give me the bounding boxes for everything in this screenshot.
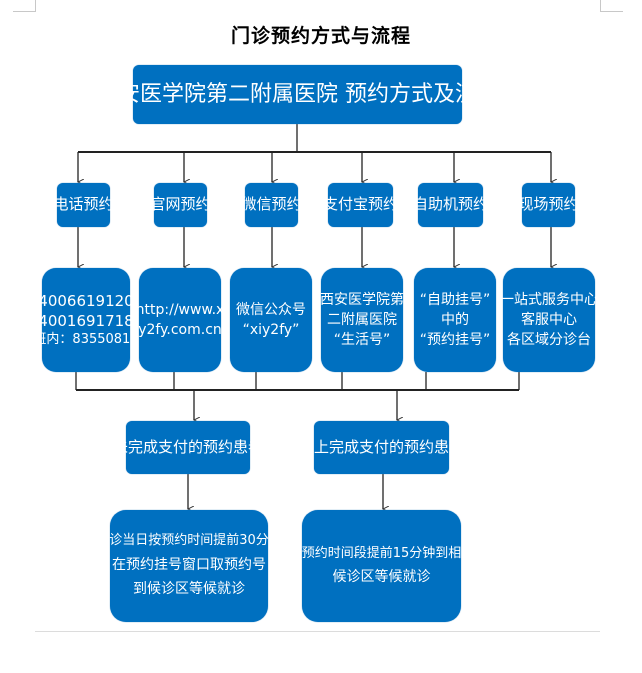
detail-line: “自助挂号” bbox=[419, 291, 491, 308]
method-node-kiosk: 自助机预约 bbox=[413, 183, 488, 227]
detail-node-website: http://www.x y2fy.com.cn bbox=[136, 268, 224, 372]
detail-node-phone: 4006619120 4001691718 班内：83550817 bbox=[33, 268, 139, 372]
category-label: 未完成支付的预约患者 bbox=[113, 437, 264, 456]
detail-line: 客服中心 bbox=[521, 311, 577, 328]
category-node-paid-online: 线上完成支付的预约患者 bbox=[299, 421, 464, 474]
root-node-label: 西安医学院第二附属医院 预约方式及流程 bbox=[96, 81, 499, 107]
instruction-node-paid-online: 按预约时间段提前15分钟到相应 候诊区等候就诊 bbox=[289, 510, 474, 622]
detail-line: “生活号” bbox=[333, 332, 391, 349]
detail-line: 4006619120 bbox=[38, 291, 134, 310]
method-label: 微信预约 bbox=[241, 195, 302, 214]
detail-node-alipay: 西安医学院第 二附属医院 “生活号” bbox=[320, 268, 404, 372]
method-node-wechat: 微信预约 bbox=[242, 183, 302, 227]
instruction-line: 按预约时间段提前15分钟到相应 bbox=[288, 545, 475, 561]
instruction-node-unpaid: 就诊当日按预约时间提前30分钟 在预约挂号窗口取预约号 到候诊区等候就诊 bbox=[96, 510, 282, 622]
method-node-onsite: 现场预约 bbox=[519, 183, 579, 227]
detail-line: 中的 bbox=[441, 311, 469, 328]
method-label: 自助机预约 bbox=[413, 195, 489, 214]
detail-line: 班内：83550817 bbox=[33, 332, 139, 348]
document-title: 门诊预约方式与流程 bbox=[230, 25, 411, 47]
page-corner-mark-top-left bbox=[13, 0, 36, 12]
detail-line: “预约挂号” bbox=[419, 332, 491, 349]
page-corner-mark-top-right bbox=[600, 0, 623, 12]
detail-line: “xiy2fy” bbox=[242, 322, 300, 338]
method-node-alipay: 支付宝预约 bbox=[323, 183, 398, 227]
detail-line: 4001691718 bbox=[38, 312, 134, 331]
detail-line: 二附属医院 bbox=[327, 311, 397, 328]
detail-node-wechat: 微信公众号 “xiy2fy” bbox=[230, 268, 312, 372]
instruction-line: 候诊区等候就诊 bbox=[332, 569, 431, 586]
category-node-unpaid: 未完成支付的预约患者 bbox=[113, 421, 263, 474]
instruction-line: 到候诊区等候就诊 bbox=[133, 581, 245, 598]
detail-line: 西安医学院第 bbox=[320, 291, 404, 308]
method-node-website: 官网预约 bbox=[151, 183, 211, 227]
root-node: 西安医学院第二附属医院 预约方式及流程 bbox=[96, 65, 499, 124]
method-label: 现场预约 bbox=[518, 195, 579, 214]
method-label: 支付宝预约 bbox=[323, 195, 399, 214]
method-label: 电话预约 bbox=[53, 195, 114, 214]
detail-line: 微信公众号 bbox=[236, 301, 306, 318]
method-node-phone: 电话预约 bbox=[54, 183, 114, 227]
instruction-line: 就诊当日按预约时间提前30分钟 bbox=[96, 533, 282, 549]
detail-node-onsite: 一站式服务中心 客服中心 各区域分诊台 bbox=[500, 268, 598, 372]
detail-line: 一站式服务中心 bbox=[500, 291, 598, 308]
page-footer-divider bbox=[35, 631, 600, 632]
detail-line: http://www.x bbox=[135, 301, 225, 318]
detail-line: 各区域分诊台 bbox=[507, 332, 591, 349]
detail-node-kiosk: “自助挂号” 中的 “预约挂号” bbox=[414, 268, 496, 372]
detail-line: y2fy.com.cn bbox=[138, 322, 222, 338]
method-label: 官网预约 bbox=[150, 195, 211, 214]
category-label: 线上完成支付的预约患者 bbox=[299, 437, 465, 456]
instruction-line: 在预约挂号窗口取预约号 bbox=[112, 556, 266, 573]
